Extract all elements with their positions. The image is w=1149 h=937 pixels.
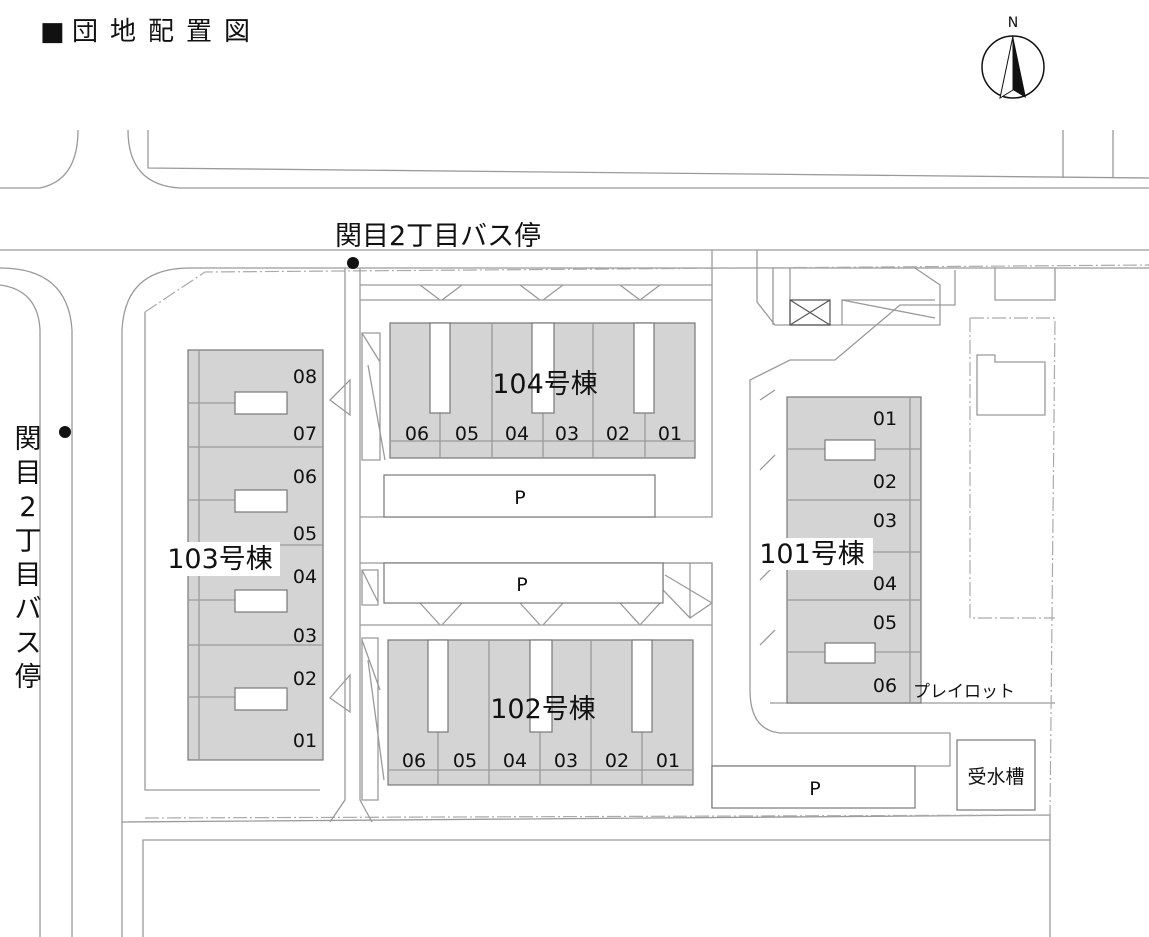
title-marker: ■: [40, 17, 65, 47]
unit-label: 07: [293, 423, 317, 445]
unit-label: 06: [405, 423, 429, 445]
bus-stop-label: 関目2丁目バス停: [335, 221, 541, 252]
bus-stop-char: 関: [15, 424, 42, 455]
unit-label: 08: [293, 366, 317, 388]
water-tank: [956, 739, 1036, 811]
unit-label: 02: [293, 668, 317, 690]
parking-lots: P P P: [383, 474, 916, 809]
bus-stop-marker-icon: [59, 426, 71, 438]
unit-label: 04: [873, 573, 897, 595]
water-tank-label: 受水槽: [967, 766, 1024, 788]
bus-stop-marker-icon: [347, 257, 359, 269]
unit-label: 06: [293, 466, 317, 488]
unit-label: 06: [402, 750, 426, 772]
bus-stop-char: 2: [19, 492, 36, 523]
unit-label: 05: [455, 423, 479, 445]
building-name: 104号棟: [492, 369, 598, 400]
building-name: 103号棟: [167, 544, 273, 575]
unit-label: 05: [293, 523, 317, 545]
unit-label: 02: [606, 423, 630, 445]
unit-label: 06: [873, 675, 897, 697]
bus-stop-char: 目: [15, 560, 42, 591]
north-arrow-icon: N: [981, 15, 1045, 100]
unit-label: 05: [453, 750, 477, 772]
bus-stop-char: 目: [15, 458, 42, 489]
bus-stop-label-vertical: 関 目 2 丁 目 バ ス 停: [15, 424, 42, 693]
unit-label: 03: [554, 750, 578, 772]
unit-label: 01: [658, 423, 682, 445]
unit-label: 04: [293, 566, 317, 588]
unit-label: 01: [873, 408, 897, 430]
unit-label: 04: [503, 750, 527, 772]
building-101: 01 02 03 04 05 06 101号棟: [755, 396, 922, 704]
unit-label: 03: [873, 510, 897, 532]
building-103: 08 07 06 05 04 03 02 01 103号棟: [160, 349, 324, 761]
building-102: 102号棟 06 05 04 03 02 01: [387, 639, 694, 786]
parking-label: P: [516, 574, 527, 596]
playlot-label: プレイロット: [913, 682, 1015, 702]
unit-label: 03: [555, 423, 579, 445]
bus-stop-char: 丁: [15, 526, 42, 557]
unit-label: 02: [605, 750, 629, 772]
north-label: N: [1008, 15, 1018, 31]
bus-stop-char: バ: [15, 594, 42, 625]
bus-stop-char: ス: [15, 628, 42, 659]
unit-label: 01: [656, 750, 680, 772]
page-title: 団地配置図: [72, 17, 262, 47]
bus-stop-char: 停: [15, 662, 42, 693]
building-104: 104号棟 06 05 04 03 02 01: [389, 322, 696, 459]
parking-label: P: [514, 487, 525, 509]
roads: [0, 129, 1149, 937]
parking-label: P: [809, 778, 820, 800]
building-name: 101号棟: [759, 539, 865, 570]
unit-label: 03: [293, 625, 317, 647]
unit-label: 01: [293, 730, 317, 752]
unit-label: 05: [873, 612, 897, 634]
unit-label: 02: [873, 471, 897, 493]
unit-label: 04: [505, 423, 529, 445]
building-name: 102号棟: [490, 694, 596, 725]
